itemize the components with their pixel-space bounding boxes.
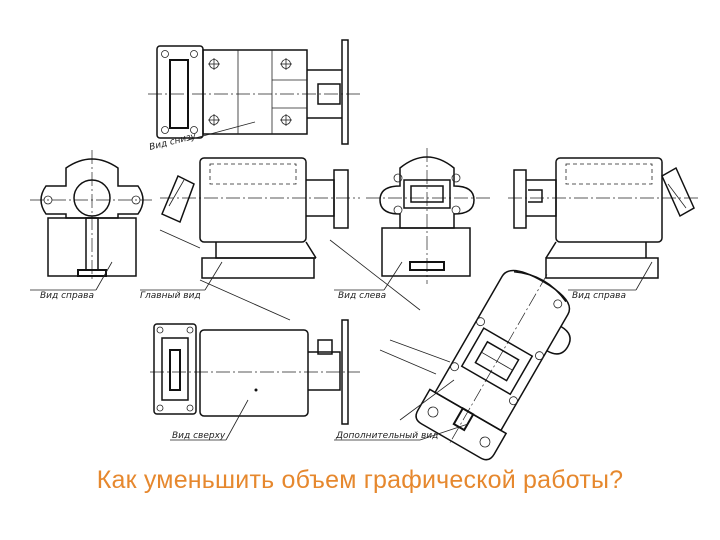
label-front-view: Главный вид xyxy=(140,291,201,301)
technical-drawing: Вид снизу Вид справа Главный вид xyxy=(30,39,700,461)
view-top: Вид сверху xyxy=(150,319,360,441)
label-auxiliary-view: Дополнительный вид xyxy=(335,431,438,441)
label-right-view-top: Вид справа xyxy=(40,291,94,301)
view-right-top: Вид справа xyxy=(30,150,152,301)
label-left-view: Вид слева xyxy=(338,291,386,301)
view-left: Вид слева xyxy=(329,148,490,311)
view-bottom: Вид снизу xyxy=(148,39,360,153)
label-bottom-view: Вид снизу xyxy=(148,131,198,152)
view-auxiliary xyxy=(415,269,571,461)
view-right-mid: Вид справа xyxy=(508,157,700,301)
label-right-view-mid: Вид справа xyxy=(572,291,626,301)
label-top-view: Вид сверху xyxy=(172,431,226,441)
slide-title: Как уменьшить объем графической работы? xyxy=(96,466,624,494)
view-front: Главный вид xyxy=(140,157,360,321)
